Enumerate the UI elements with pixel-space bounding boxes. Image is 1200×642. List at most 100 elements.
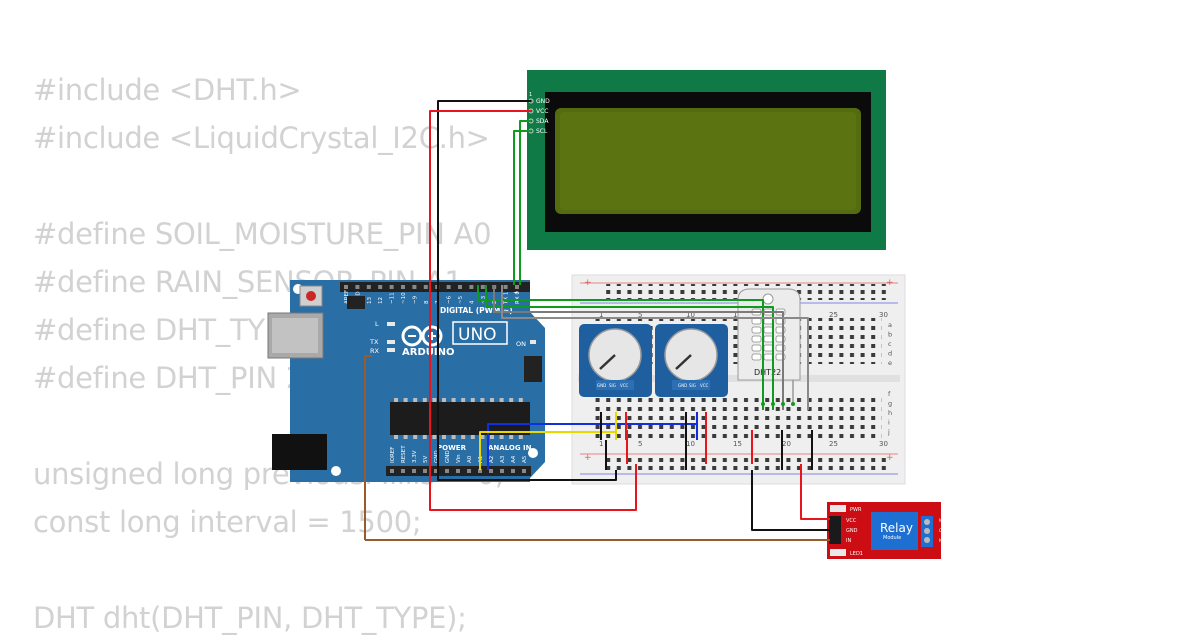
digital-header [340,282,530,292]
column-number: 5 [638,440,642,448]
digital-pin-label: TX 1 [504,292,510,305]
header-pin[interactable] [478,469,482,473]
header-pin[interactable] [378,285,383,289]
header-pin[interactable] [467,469,471,473]
header-pin[interactable] [480,285,485,289]
knob-indicator [599,354,616,370]
header-pin[interactable] [456,469,460,473]
row-letter: j [887,428,890,436]
digital-pin-label: 4 [469,300,475,304]
power-analog-pin-label: A0 [467,455,473,463]
header-pin[interactable] [390,469,394,473]
lcd-pin-vcc: VCC [536,108,548,115]
atmega-chip [390,402,530,435]
analog-in-label: ANALOG IN [488,444,532,452]
header-pin[interactable] [445,469,449,473]
wire-lcd-scl [513,130,531,285]
digital-pin-label: 2 [492,301,498,305]
column-number: 15 [733,440,742,448]
svg-text:COM: COM [939,528,949,533]
header-pin[interactable] [423,285,428,289]
terminal-strip-bottom [594,393,882,439]
header-pin[interactable] [500,469,504,473]
header-pin[interactable] [401,285,405,289]
digital-pin-label: ~5 [458,295,464,304]
svg-text:VCC: VCC [620,383,629,388]
header-pin[interactable] [355,285,360,289]
header-pin[interactable] [522,469,526,473]
header-pin[interactable] [389,285,394,289]
header-pin[interactable] [469,285,474,289]
wire-lcd-gnd [437,100,617,481]
row-letter: c [888,340,892,348]
header-pin[interactable] [423,469,427,473]
header-pin[interactable] [511,469,515,473]
column-number: 25 [829,311,838,319]
header-pin[interactable] [434,469,438,473]
power-label: POWER [437,444,467,452]
relay-block [871,512,918,550]
relay-pin-vcc: VCC [846,518,857,524]
header-pin[interactable] [515,285,519,289]
potentiometer-1[interactable]: GND SIG VCC [579,324,652,397]
led-label-tx: TX [369,338,379,346]
header-pin[interactable] [412,285,417,289]
header-pin[interactable] [344,285,348,289]
relay-module[interactable]: PWR LED1 VCC GND IN Relay Module NO COM … [827,502,949,559]
wire-dht-vcc [485,285,774,410]
header-pin[interactable] [458,285,462,289]
row-letter: g [888,400,892,408]
header-pin[interactable] [366,285,371,289]
digital-pin-label: ~9 [412,295,418,304]
icsp2-header [524,356,542,382]
wire-lcd-sda [519,120,531,285]
wire-brown-relay-in [364,355,830,541]
relay-pin-gnd: GND [846,528,858,534]
power-analog-pin-label: A5 [522,455,528,463]
relay-subtitle: Module [883,535,901,541]
svg-text:GND: GND [597,383,606,388]
power-analog-pin-label: A2 [489,456,495,463]
column-number: 30 [879,311,888,319]
digital-label: DIGITAL (PWM ~) [440,306,513,315]
code-line: #define SOIL_MOISTURE_PIN A0 [33,217,492,251]
relay-title: Relay [880,521,913,535]
header-pin[interactable] [503,285,508,289]
svg-text:+: + [584,453,592,463]
column-number: 15 [733,311,742,319]
power-analog-pin-label: RESET [401,445,407,463]
digital-pin-label: RX 0 [515,291,521,304]
digital-pin-label: 12 [378,297,384,304]
lcd-module[interactable]: 1 GND VCC SDA SCL [527,70,886,250]
wire-dht-data [477,285,764,410]
header-pin[interactable] [489,469,493,473]
power-analog-pin-label: IOREF [390,447,396,463]
header-pin[interactable] [401,469,405,473]
power-jack [272,434,327,470]
digital-pin-label: ~6 [447,295,453,304]
led-label-rx: RX [370,347,380,355]
uno-badge [452,321,508,345]
code-line: const long interval = 1500; [33,505,422,539]
potentiometer-2[interactable]: GND SIG VCC [655,324,728,397]
wire-lcd-vcc [429,110,637,511]
wire-a0 [501,285,809,410]
wire-dht-gnd [493,285,784,410]
svg-text:VCC: VCC [700,383,709,388]
svg-text:GND: GND [678,383,687,388]
arduino-logo-icon [401,325,443,347]
row-letter: f [888,390,891,398]
header-pin[interactable] [446,285,451,289]
power-analog-pins [390,469,526,473]
led-label-l: L [375,320,379,328]
column-number: 10 [686,311,695,319]
arduino-brand-label: ARDUINO [402,347,454,358]
svg-text:SIG: SIG [609,383,616,388]
row-letter: h [888,409,892,417]
header-pin[interactable] [412,469,416,473]
wire-blue-a1 [487,423,697,470]
